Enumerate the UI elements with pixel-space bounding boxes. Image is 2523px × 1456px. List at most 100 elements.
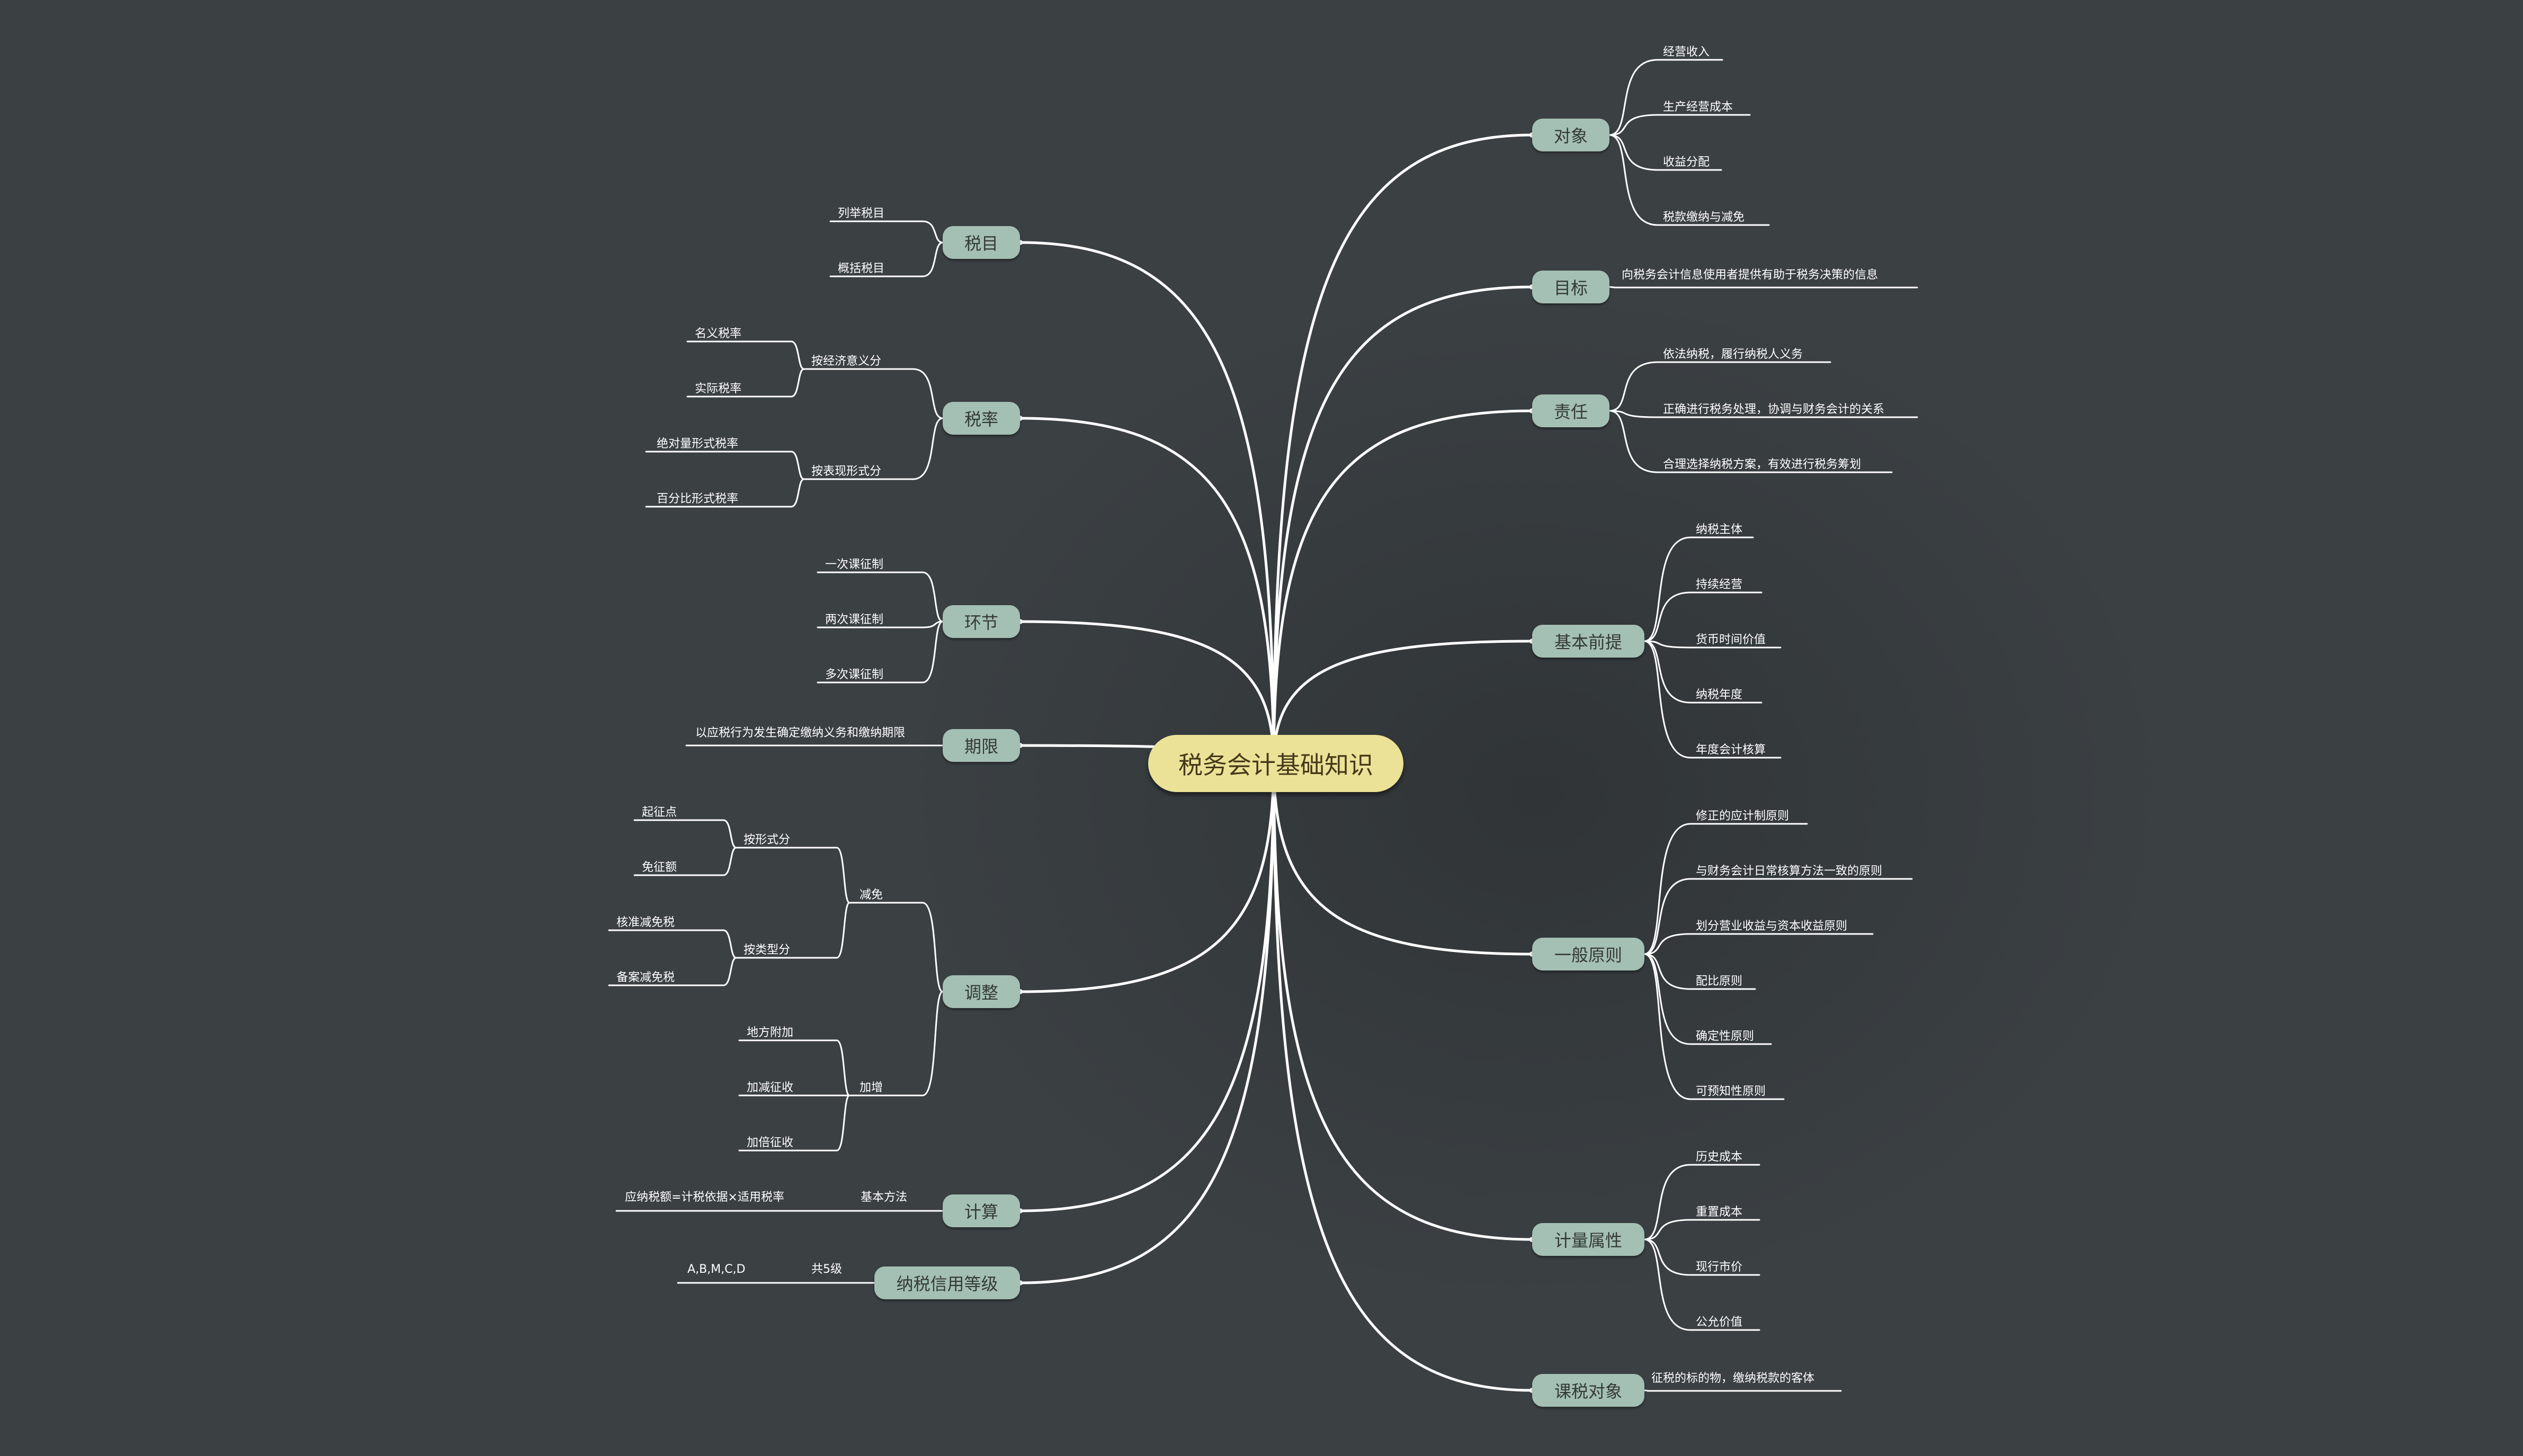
- leaf-jibenfangfa[interactable]: 基本方法: [861, 1191, 908, 1204]
- link-shuilv-1-0: [645, 451, 805, 480]
- branch-tiaozheng[interactable]: 调整: [943, 975, 1020, 1008]
- leaf-nashuiniandu[interactable]: 纳税年度: [1696, 688, 1743, 702]
- link-right-2-1: [1608, 410, 1918, 418]
- leaf-huafenshouyi[interactable]: 划分营业收益与资本收益原则: [1696, 920, 1848, 933]
- trunk-left-6: [1018, 761, 1275, 1284]
- branch-shuimu[interactable]: 税目: [943, 226, 1020, 259]
- leaf-jingyingshouru[interactable]: 经营收入: [1663, 46, 1710, 59]
- leaf-difangfujia[interactable]: 地方附加: [747, 1026, 794, 1039]
- link-shuilv-1: [803, 417, 944, 480]
- link-huanjie-0: [817, 571, 944, 623]
- leaf-shouyifenpei[interactable]: 收益分配: [1663, 156, 1710, 169]
- leaf-anxingshifen[interactable]: 按形式分: [744, 833, 791, 847]
- link-right-3-1: [1643, 591, 1762, 642]
- trunk-left-5: [1018, 761, 1275, 1212]
- leaf-keyuzhixing[interactable]: 可预知性原则: [1696, 1085, 1766, 1098]
- branch-huanjie[interactable]: 环节: [943, 605, 1020, 638]
- leaf-chixujingying[interactable]: 持续经营: [1696, 578, 1743, 591]
- link-right-2-0: [1608, 361, 1831, 412]
- branch-xinyong[interactable]: 纳税信用等级: [874, 1266, 1020, 1299]
- branch-jiliangshuxing[interactable]: 计量属性: [1532, 1223, 1644, 1256]
- leaf-helixuanze[interactable]: 合理选择纳税方案，有效进行税务筹划: [1663, 458, 1862, 471]
- leaf-gongyunjiazhi[interactable]: 公允价值: [1696, 1316, 1743, 1329]
- leaf-xianxingshijia[interactable]: 现行市价: [1696, 1261, 1743, 1274]
- leaf-anbiaoxianxingshi[interactable]: 按表现形式分: [811, 465, 882, 478]
- link-right-5-2: [1643, 1238, 1760, 1276]
- leaf-mubiao-text[interactable]: 向税务会计信息使用者提供有助于税务决策的信息: [1622, 268, 1878, 282]
- link-right-3-0: [1643, 536, 1754, 642]
- branch-yibanyuanze[interactable]: 一般原则: [1532, 938, 1644, 970]
- branch-mubiao[interactable]: 目标: [1532, 271, 1609, 303]
- trunk-right-2: [1272, 409, 1534, 764]
- leaf-anleixingfen[interactable]: 按类型分: [744, 943, 791, 957]
- link-right-4-5: [1643, 953, 1785, 1100]
- leaf-yizhiyuanze[interactable]: 与财务会计日常核算方法一致的原则: [1696, 865, 1883, 878]
- link-right-0-2: [1608, 134, 1722, 171]
- leaf-qixian-text[interactable]: 以应税行为发生确定缴纳义务和缴纳期限: [695, 726, 906, 740]
- leaf-zhengqueshuiwu[interactable]: 正确进行税务处理，协调与财务会计的关系: [1663, 403, 1885, 416]
- branch-zeren[interactable]: 责任: [1532, 394, 1609, 427]
- branch-qixian[interactable]: 期限: [943, 729, 1020, 762]
- leaf-gaikuoshuimu[interactable]: 概括税目: [838, 262, 885, 275]
- link-huanjie-2: [817, 621, 944, 684]
- leaf-yifanashui[interactable]: 依法纳税，履行纳税人义务: [1663, 348, 1803, 361]
- branch-jisuan[interactable]: 计算: [943, 1194, 1020, 1227]
- link-right-2-2: [1608, 410, 1893, 473]
- branch-shuilv[interactable]: 税率: [943, 402, 1020, 435]
- link-right-4-4: [1643, 953, 1772, 1045]
- leaf-shijishuilv[interactable]: 实际税率: [695, 382, 742, 396]
- link-right-4-1: [1643, 878, 1913, 955]
- trunk-right-4: [1272, 761, 1534, 956]
- leaf-beianjianmian[interactable]: 备案减免税: [616, 971, 675, 984]
- leaf-yicikezheng[interactable]: 一次课征制: [825, 558, 884, 571]
- leaf-gongwuji[interactable]: 共5级: [811, 1263, 842, 1276]
- link-right-5-0: [1643, 1164, 1760, 1241]
- link-right-4-2: [1643, 933, 1874, 955]
- leaf-nashuizhuti[interactable]: 纳税主体: [1696, 523, 1743, 536]
- leaf-niandukuaiji[interactable]: 年度会计核算: [1696, 743, 1766, 757]
- leaf-jiabeizhengshou[interactable]: 加倍征收: [747, 1136, 794, 1149]
- leaf-zhongzhichengben[interactable]: 重置成本: [1696, 1206, 1743, 1219]
- link-right-5-3: [1643, 1238, 1760, 1331]
- link-right-3-4: [1643, 640, 1782, 759]
- leaf-shuikuanjiaona[interactable]: 税款缴纳与减免: [1663, 211, 1745, 224]
- leaf-liangcikezheng[interactable]: 两次课征制: [825, 613, 884, 626]
- link-right-4-0: [1643, 823, 1808, 955]
- branch-duixiang[interactable]: 对象: [1532, 119, 1609, 151]
- leaf-baifenbi[interactable]: 百分比形式税率: [657, 492, 739, 506]
- leaf-duocikezheng[interactable]: 多次课征制: [825, 668, 884, 681]
- leaf-jiazeng[interactable]: 加增: [860, 1081, 883, 1094]
- link-right-5-1: [1643, 1219, 1760, 1241]
- root-topic[interactable]: 税务会计基础知识: [1148, 735, 1403, 792]
- trunk-right-1: [1272, 285, 1534, 764]
- leaf-dengji-list[interactable]: A,B,M,C,D: [687, 1263, 746, 1276]
- leaf-liejushuimu[interactable]: 列举税目: [838, 207, 885, 220]
- leaf-jiajianzhengshou[interactable]: 加减征收: [747, 1081, 794, 1094]
- leaf-xiuzhengyingjizhi[interactable]: 修正的应计制原则: [1696, 810, 1790, 823]
- leaf-quedingxing[interactable]: 确定性原则: [1696, 1030, 1755, 1043]
- leaf-qizhengdian[interactable]: 起征点: [642, 806, 677, 819]
- leaf-zhengshuibiaodi[interactable]: 征税的标的物，缴纳税款的客体: [1651, 1372, 1815, 1385]
- trunk-left-0: [1018, 241, 1275, 764]
- branch-keshuiduixiang[interactable]: 课税对象: [1532, 1374, 1644, 1407]
- leaf-jianmian[interactable]: 减免: [860, 888, 883, 902]
- link-leixing-1: [608, 957, 737, 986]
- leaf-mingyishuilv[interactable]: 名义税率: [695, 327, 742, 340]
- leaf-mianzhenge[interactable]: 免征额: [642, 861, 677, 874]
- leaf-hezhunjianmian[interactable]: 核准减免税: [616, 916, 675, 929]
- trunk-left-1: [1018, 417, 1275, 764]
- leaf-yingnashuie[interactable]: 应纳税额=计税依据×适用税率: [625, 1191, 784, 1204]
- link-shuilv-0-0: [686, 340, 805, 370]
- leaf-anjingjiyiyi[interactable]: 按经济意义分: [811, 355, 882, 368]
- link-right-6-0: [1643, 1389, 1842, 1392]
- leaf-juedueliang[interactable]: 绝对量形式税率: [657, 437, 739, 451]
- leaf-shengchanchengben[interactable]: 生产经营成本: [1663, 101, 1733, 114]
- link-jianmian-0: [735, 847, 851, 904]
- branch-jibenqianti[interactable]: 基本前提: [1532, 625, 1644, 658]
- leaf-lishichengben[interactable]: 历史成本: [1696, 1151, 1743, 1164]
- leaf-peibiyuanze[interactable]: 配比原则: [1696, 975, 1743, 988]
- link-huanjie-1: [817, 621, 944, 628]
- leaf-huobishijian[interactable]: 货币时间价值: [1696, 633, 1766, 646]
- trunk-right-6: [1272, 761, 1534, 1392]
